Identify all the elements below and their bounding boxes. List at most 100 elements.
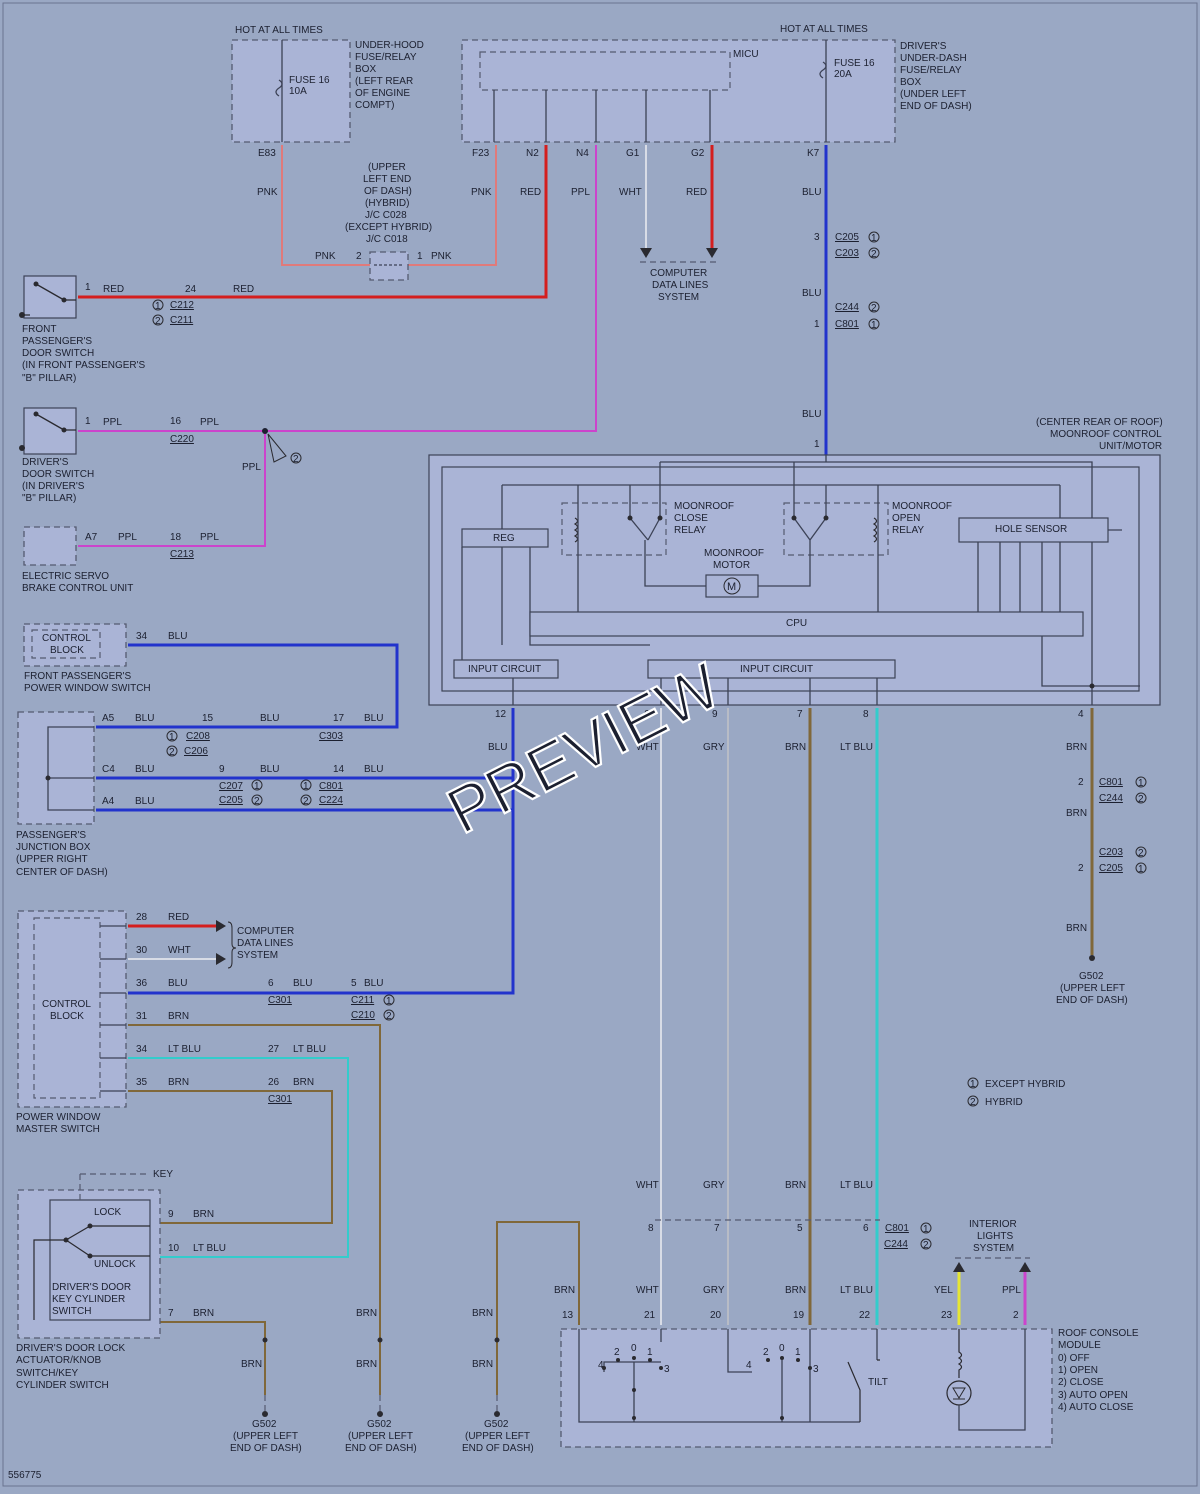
svg-text:9: 9 — [168, 1209, 174, 1220]
svg-text:G502: G502 — [252, 1419, 277, 1430]
arrow-icon — [953, 1262, 965, 1272]
svg-text:2: 2 — [303, 796, 309, 807]
legend-hybrid: HYBRID — [985, 1097, 1023, 1108]
svg-text:C301: C301 — [268, 1094, 292, 1105]
svg-text:0) OFF: 0) OFF — [1058, 1353, 1090, 1364]
svg-text:FUSE/RELAY: FUSE/RELAY — [355, 52, 417, 63]
svg-text:PNK: PNK — [431, 251, 452, 262]
svg-text:FUSE/RELAY: FUSE/RELAY — [900, 65, 962, 76]
svg-text:BRN: BRN — [785, 1285, 806, 1296]
svg-text:1: 1 — [417, 251, 423, 262]
ground-icon — [262, 1411, 268, 1417]
svg-text:GRY: GRY — [703, 1285, 725, 1296]
svg-text:DOOR SWITCH: DOOR SWITCH — [22, 469, 94, 480]
roof-console-module: 4 2 0 1 3 4 2 0 1 3 TILT ROOF CONSOLE MO… — [560, 1328, 1139, 1448]
wire-brn-13 — [496, 1221, 580, 1395]
svg-text:SWITCH/KEY: SWITCH/KEY — [16, 1368, 79, 1379]
svg-text:PPL: PPL — [571, 187, 590, 198]
svg-text:10: 10 — [168, 1243, 180, 1254]
svg-text:ELECTRIC SERVO: ELECTRIC SERVO — [22, 571, 109, 582]
svg-text:FRONT PASSENGER'S: FRONT PASSENGER'S — [24, 671, 131, 682]
motor-icon — [723, 577, 741, 595]
relay-coil-icon — [872, 517, 878, 543]
svg-text:COMPT): COMPT) — [355, 100, 394, 111]
svg-text:J/C C018: J/C C018 — [366, 234, 408, 245]
wire-ppl-esb — [78, 431, 266, 547]
svg-text:JUNCTION BOX: JUNCTION BOX — [16, 842, 91, 853]
ground-icon — [19, 312, 25, 318]
svg-text:OPEN: OPEN — [892, 513, 920, 524]
svg-text:A4: A4 — [102, 796, 115, 807]
svg-text:BRN: BRN — [168, 1077, 189, 1088]
svg-text:C211: C211 — [351, 995, 375, 1006]
svg-text:(UPPER LEFT: (UPPER LEFT — [348, 1431, 413, 1442]
svg-text:WHT: WHT — [636, 742, 659, 753]
svg-text:PPL: PPL — [242, 462, 261, 473]
svg-text:10A: 10A — [289, 86, 307, 97]
svg-text:26: 26 — [268, 1077, 280, 1088]
svg-text:2: 2 — [763, 1347, 769, 1358]
svg-text:C301: C301 — [268, 995, 292, 1006]
svg-text:UNDER-DASH: UNDER-DASH — [900, 53, 967, 64]
under-hood-box-frame — [231, 39, 351, 143]
svg-text:1: 1 — [970, 1079, 976, 1090]
svg-text:UNIT/MOTOR: UNIT/MOTOR — [1099, 441, 1162, 452]
svg-text:17: 17 — [333, 713, 345, 724]
svg-text:BLU: BLU — [802, 288, 821, 299]
diagram-id: 556775 — [8, 1470, 42, 1481]
svg-text:E83: E83 — [258, 148, 276, 159]
svg-text:OF ENGINE: OF ENGINE — [355, 88, 410, 99]
svg-text:LT BLU: LT BLU — [840, 1180, 873, 1191]
svg-text:6: 6 — [644, 709, 650, 720]
svg-text:35: 35 — [136, 1077, 148, 1088]
svg-text:0: 0 — [779, 1343, 785, 1354]
svg-text:BRN: BRN — [1066, 742, 1087, 753]
svg-text:BOX: BOX — [900, 77, 921, 88]
svg-text:SWITCH: SWITCH — [52, 1306, 91, 1317]
svg-text:BLU: BLU — [168, 631, 187, 642]
svg-text:PPL: PPL — [1002, 1285, 1021, 1296]
svg-text:END OF DASH): END OF DASH) — [900, 101, 972, 112]
svg-text:DATA LINES: DATA LINES — [652, 280, 709, 291]
svg-text:2: 2 — [923, 1240, 929, 1251]
ground-icon — [494, 1411, 500, 1417]
svg-text:9: 9 — [712, 709, 718, 720]
svg-text:G1: G1 — [626, 148, 640, 159]
svg-text:M: M — [727, 581, 736, 593]
svg-text:C244: C244 — [884, 1239, 908, 1250]
legend-except-hybrid: EXCEPT HYBRID — [985, 1079, 1065, 1090]
micu-label: MICU — [733, 49, 759, 60]
svg-text:3: 3 — [664, 1364, 670, 1375]
svg-text:RED: RED — [168, 912, 189, 923]
svg-text:C244: C244 — [1099, 793, 1123, 804]
wire-brn-35 — [128, 1090, 333, 1224]
resistor-icon — [957, 1329, 963, 1378]
svg-text:(UPPER: (UPPER — [368, 162, 406, 173]
svg-text:CONTROL: CONTROL — [42, 633, 91, 644]
svg-text:BLU: BLU — [260, 764, 279, 775]
svg-text:C208: C208 — [186, 731, 210, 742]
svg-text:END OF DASH): END OF DASH) — [462, 1443, 534, 1454]
svg-text:BLOCK: BLOCK — [50, 1011, 84, 1022]
svg-text:WHT: WHT — [636, 1180, 659, 1191]
ground-icon — [19, 445, 25, 451]
svg-text:KEY CYLINDER: KEY CYLINDER — [52, 1294, 125, 1305]
svg-text:3: 3 — [813, 1364, 819, 1375]
svg-text:(IN FRONT PASSENGER'S: (IN FRONT PASSENGER'S — [22, 360, 146, 371]
micu-frame — [479, 51, 731, 91]
svg-text:BLU: BLU — [488, 742, 507, 753]
svg-text:DRIVER'S: DRIVER'S — [22, 457, 69, 468]
drivers-door-lock-key-cylinder-switch: KEY LOCK UNLOCK DRIVER'S DOOR KEY CYLIND… — [16, 1169, 226, 1391]
svg-text:MASTER SWITCH: MASTER SWITCH — [16, 1124, 100, 1135]
svg-text:RELAY: RELAY — [892, 525, 924, 536]
svg-text:DRIVER'S: DRIVER'S — [900, 41, 947, 52]
svg-text:ACTUATOR/KNOB: ACTUATOR/KNOB — [16, 1355, 102, 1366]
wire-red-n2 — [78, 145, 548, 299]
svg-text:CYLINDER SWITCH: CYLINDER SWITCH — [16, 1380, 109, 1391]
junction-connector: (UPPER LEFT END OF DASH) (HYBRID) J/C C0… — [345, 162, 432, 281]
svg-text:C801: C801 — [835, 319, 859, 330]
svg-text:1: 1 — [254, 781, 260, 792]
svg-text:1: 1 — [795, 1347, 801, 1358]
svg-text:1: 1 — [871, 320, 877, 331]
svg-text:2: 2 — [254, 796, 260, 807]
